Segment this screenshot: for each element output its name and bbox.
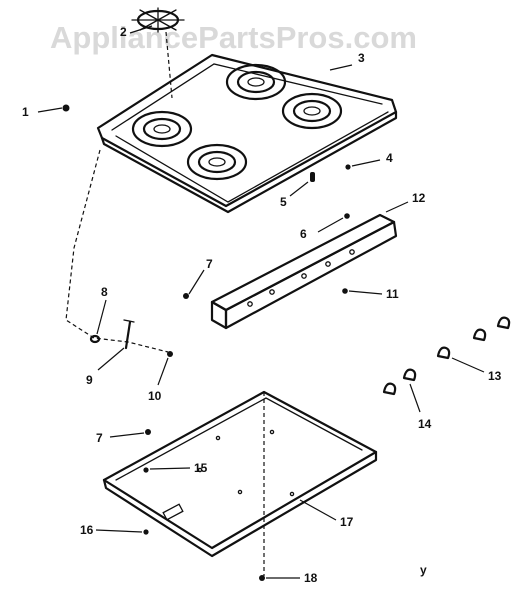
screw-part-10 [157, 351, 173, 386]
callout-11: 11 [386, 287, 399, 301]
burner-rear-left [225, 63, 287, 101]
callout-2: 2 [120, 25, 127, 39]
burner-grate [131, 7, 185, 99]
screw-part-5 [289, 172, 315, 197]
clip-part-16 [95, 529, 149, 535]
burner-front-right [186, 143, 248, 181]
callout-5: 5 [280, 195, 287, 209]
manifold-bracket [210, 201, 409, 330]
callout-16: 16 [80, 523, 94, 537]
callout-9: 9 [86, 373, 93, 387]
callout-4: 4 [386, 151, 393, 165]
callout-3: 3 [358, 51, 365, 65]
screw-part-1 [37, 104, 70, 113]
callout-12: 12 [412, 191, 426, 205]
screw-part-7-lower [109, 429, 151, 438]
screw-part-7-upper [183, 269, 205, 299]
callout-14: 14 [418, 417, 432, 431]
bolt-part-8 [89, 299, 107, 344]
callout-1: 1 [22, 105, 29, 119]
control-knobs [382, 316, 511, 413]
corner-mark: y [420, 563, 427, 577]
callout-10: 10 [148, 389, 162, 403]
callout-13: 13 [488, 369, 502, 383]
callout-15: 15 [194, 461, 208, 475]
clip-part-4 [345, 159, 381, 170]
callout-7-lower: 7 [96, 431, 103, 445]
burner-rear-right [281, 92, 343, 130]
callout-18: 18 [304, 571, 318, 585]
screw-part-9 [97, 319, 135, 371]
callout-6: 6 [300, 227, 307, 241]
leader-part-3 [329, 64, 353, 71]
watermark-text: AppliancePartsPros.com [50, 20, 417, 55]
assembly-line-left [65, 149, 169, 353]
burner-front-left [131, 110, 193, 148]
burner-box [102, 390, 378, 558]
leader-part-2 [129, 25, 153, 34]
screw-part-18 [259, 575, 300, 581]
screw-part-6 [317, 213, 350, 233]
cooktop-panel [96, 53, 398, 214]
callout-7-upper: 7 [206, 257, 213, 271]
screw-part-15 [143, 467, 191, 473]
callout-8: 8 [101, 285, 108, 299]
callout-17: 17 [340, 515, 354, 529]
clip-part-11 [342, 288, 383, 295]
